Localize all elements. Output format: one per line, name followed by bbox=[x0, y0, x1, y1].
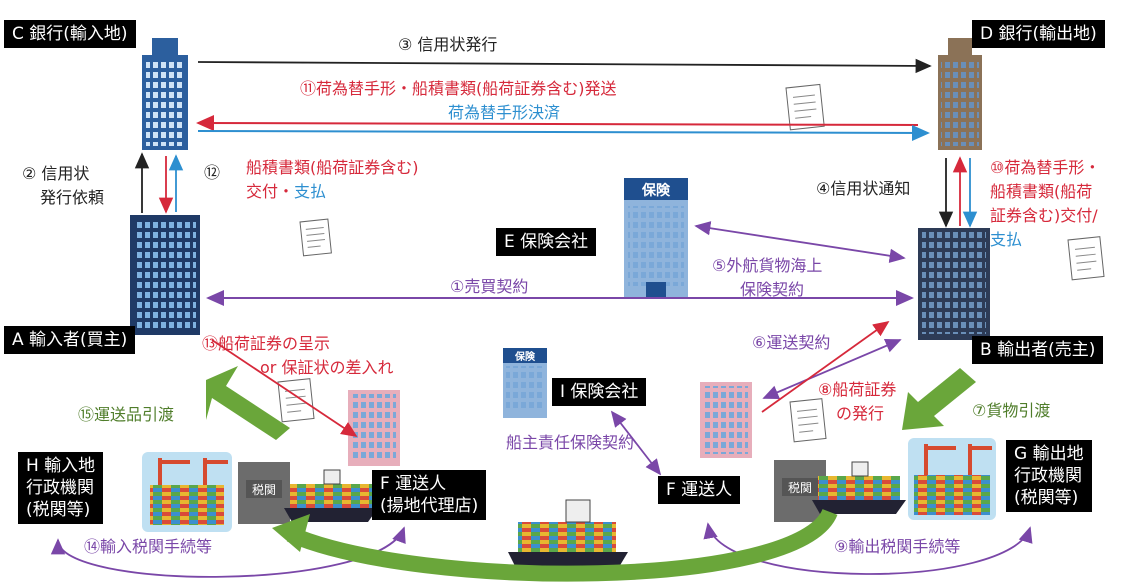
h-customs-line3: (税関等) bbox=[26, 500, 91, 520]
label-step-1: ①売買契約 bbox=[450, 277, 529, 296]
label-step-13-line2: or 保証状の差入れ bbox=[260, 358, 394, 377]
c-bank-building-icon bbox=[142, 38, 188, 150]
c-bank-label: C 銀行(輸入地) bbox=[4, 20, 136, 48]
label-step-4: ④信用状通知 bbox=[816, 179, 911, 198]
label-step-5-line1: ⑤外航貨物海上 bbox=[712, 256, 823, 275]
label-step-2: ② 信用状 発行依頼 bbox=[22, 162, 104, 210]
label-step-10: ⑩荷為替手形・ 船積書類(船荷 証券含む)交付/ 支払 bbox=[990, 156, 1100, 252]
label-step-10-line1: ⑩荷為替手形・ bbox=[990, 158, 1101, 177]
arrow-6-carriage-contract bbox=[762, 339, 902, 399]
b-exporter-building-icon bbox=[918, 228, 990, 340]
document-icon-1 bbox=[785, 83, 825, 131]
label-step-8-line1: ⑧船荷証券 bbox=[818, 380, 897, 399]
label-step-15: ⑮運送品引渡 bbox=[78, 405, 175, 424]
label-step-10-line2: 船積書類(船荷 bbox=[990, 182, 1093, 201]
label-step-13-line1: ⑬船荷証券の呈示 bbox=[202, 334, 331, 353]
f-import-line1: F 運送人 bbox=[380, 474, 447, 494]
document-icon-3 bbox=[1067, 236, 1105, 281]
label-step-12-line1: 船積書類(船荷証券含む) bbox=[246, 158, 419, 177]
arrow-7-goods-handover bbox=[902, 368, 976, 430]
document-icon-2 bbox=[299, 218, 332, 257]
e-insurer-label: E 保険会社 bbox=[496, 228, 597, 256]
f-import-line2: (揚地代理店) bbox=[380, 496, 479, 516]
arrow-3-credit-issue bbox=[197, 58, 932, 74]
g-customs-label: G 輸出地 行政機関 (税関等) bbox=[1006, 440, 1092, 512]
label-step-12-line2: 交付・支払 bbox=[246, 180, 419, 204]
g-customs-line2: 行政機関 bbox=[1014, 466, 1082, 486]
import-customs-sign: 税関 bbox=[252, 483, 276, 497]
arrow-5-cargo-insurance bbox=[694, 221, 906, 263]
a-importer-label: A 輸入者(買主) bbox=[4, 326, 136, 354]
label-step-6: ⑥運送契約 bbox=[752, 333, 831, 352]
arrow-11-documents bbox=[196, 115, 919, 132]
label-step-7: ⑦貨物引渡 bbox=[972, 401, 1051, 420]
label-liability-insurance: 船主責任保険契約 bbox=[506, 433, 635, 452]
label-step-2-line1: ② 信用状 bbox=[22, 164, 90, 183]
h-customs-line1: H 輸入地 bbox=[26, 456, 96, 476]
arrow-13-bl-present bbox=[211, 339, 358, 437]
label-step-12-number: ⑫ bbox=[204, 163, 221, 182]
h-customs-line2: 行政機関 bbox=[26, 478, 94, 498]
g-export-port-icon bbox=[908, 438, 996, 520]
arrow-liability-insurance bbox=[610, 410, 662, 476]
label-step-12-pay: 支払 bbox=[294, 182, 327, 201]
h-import-port-icon bbox=[142, 452, 232, 532]
b-exporter-label: B 輸出者(売主) bbox=[972, 336, 1104, 364]
h-customs-label: H 輸入地 行政機関 (税関等) bbox=[18, 452, 104, 524]
d-bank-building-icon bbox=[938, 38, 982, 150]
label-step-12: 船積書類(船荷証券含む) 交付・支払 bbox=[246, 156, 419, 204]
label-step-5: ⑤外航貨物海上 保険契約 bbox=[712, 254, 822, 302]
export-ship-icon bbox=[812, 461, 906, 514]
i-insurance-building-icon bbox=[503, 348, 547, 418]
label-step-13: ⑬船荷証券の呈示 or 保証状の差入れ bbox=[202, 332, 393, 380]
i-insurance-sign: 保険 bbox=[514, 350, 536, 363]
g-customs-line3: (税関等) bbox=[1014, 488, 1079, 508]
e-insurance-building-icon bbox=[624, 178, 688, 298]
d-bank-label: D 銀行(輸出地) bbox=[972, 20, 1105, 48]
label-step-14: ⑭輸入税関手続等 bbox=[84, 537, 213, 556]
arrow-11-settlement bbox=[197, 124, 930, 141]
e-insurance-sign: 保険 bbox=[641, 182, 671, 199]
document-icon-5 bbox=[789, 398, 827, 443]
label-step-8: ⑧船荷証券 の発行 bbox=[818, 378, 896, 426]
label-step-3: ③ 信用状発行 bbox=[398, 35, 498, 54]
arrow-8-bl-issue bbox=[761, 320, 890, 413]
arrow-sea-transport bbox=[272, 508, 838, 582]
f-import-carrier-label: F 運送人 (揚地代理店) bbox=[372, 470, 487, 520]
label-step-2-line2: 発行依頼 bbox=[40, 188, 105, 207]
i-insurer-label: I 保険会社 bbox=[552, 378, 647, 406]
label-step-9: ⑨輸出税関手続等 bbox=[834, 537, 961, 556]
label-step-10-line4: 支払 bbox=[990, 230, 1023, 249]
ocean-ship-icon bbox=[508, 499, 628, 572]
label-step-11: ⑪荷為替手形・船積書類(船荷証券含む)発送 bbox=[300, 79, 617, 98]
label-step-5-line2: 保険契約 bbox=[740, 280, 805, 299]
label-step-8-line2: の発行 bbox=[836, 404, 885, 423]
f-export-office-icon bbox=[700, 382, 752, 458]
export-customs-sign: 税関 bbox=[788, 481, 812, 495]
a-importer-building-icon bbox=[130, 215, 200, 335]
arrow-14-import-customs bbox=[50, 526, 406, 578]
f-export-carrier-label: F 運送人 bbox=[658, 476, 741, 504]
label-step-10-line3: 証券含む)交付/ bbox=[990, 206, 1098, 225]
import-ship-icon bbox=[284, 469, 378, 522]
f-import-office-icon bbox=[348, 390, 400, 466]
arrow-9-export-customs bbox=[703, 522, 1033, 575]
g-customs-line1: G 輸出地 bbox=[1014, 444, 1084, 464]
label-step-11-settlement: 荷為替手形決済 bbox=[448, 103, 561, 122]
document-icon-4 bbox=[277, 378, 315, 423]
arrow-15-goods-delivery bbox=[206, 366, 290, 440]
label-step-12-deliver: 交付・ bbox=[246, 182, 295, 201]
